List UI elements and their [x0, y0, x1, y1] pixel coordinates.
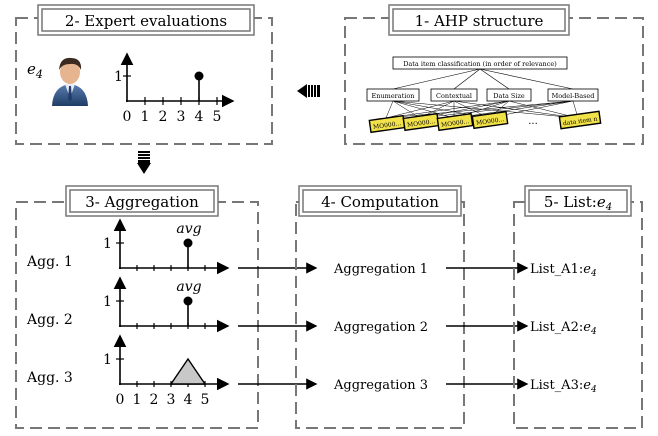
- expert-rating-point: [194, 71, 204, 81]
- x-tick-label: 5: [201, 392, 210, 408]
- y-tick-label: 1: [114, 69, 123, 85]
- list-item: List_A3:e4: [530, 378, 597, 395]
- panel-list: 5- List:e4 List_A1:e4List_A2:e4List_A3:e…: [513, 185, 643, 429]
- aggregation-point: [183, 296, 193, 306]
- computation-panel-title: 4- Computation: [321, 193, 439, 211]
- x-tick-label: 1: [133, 392, 142, 408]
- ahp-criterion: Model-Based: [552, 92, 595, 100]
- x-tick-label: 0: [116, 392, 125, 408]
- ahp-data-items: MO000... MO000... MO000... MO000... ... …: [368, 110, 602, 134]
- panel-computation: 4- Computation Aggregation 1 Aggregation …: [295, 185, 529, 429]
- ahp-criterion: Enumeration: [372, 92, 415, 100]
- computation-item: Aggregation 2: [333, 320, 428, 335]
- ahp-criterion: Data Size: [493, 92, 525, 100]
- avg-label: avg: [176, 279, 201, 295]
- x-tick-label: 4: [195, 109, 204, 125]
- ahp-item: MO000...: [441, 118, 470, 129]
- aggregation-point: [183, 238, 193, 248]
- aggregation-label: Agg. 3: [26, 370, 73, 386]
- ahp-criteria: Enumeration Contextual Data Size Model-B…: [366, 88, 599, 102]
- x-tick-label: 3: [177, 109, 186, 125]
- expert-panel-title: 2- Expert evaluations: [65, 12, 227, 30]
- ahp-item: MO000...: [476, 116, 505, 127]
- avg-label: avg: [176, 221, 201, 237]
- list-item: List_A1:e4: [530, 262, 597, 279]
- expert-label: e4: [27, 60, 43, 81]
- arrow-ahp-to-expert: [297, 84, 320, 98]
- aggregation-label: Agg. 1: [26, 254, 73, 270]
- panel-ahp-structure: 1- AHP structure Data item classificatio…: [344, 4, 644, 145]
- ahp-item-last: data item n: [563, 116, 598, 128]
- x-tick-label: 2: [159, 109, 168, 125]
- ahp-panel-title: 1- AHP structure: [415, 12, 544, 30]
- y-tick-label: 1: [103, 236, 112, 252]
- y-tick-label: 1: [103, 352, 112, 368]
- expert-avatar-icon: [52, 57, 88, 106]
- ahp-item: MO000...: [407, 118, 436, 129]
- computation-item: Aggregation 3: [333, 378, 428, 393]
- arrow-expert-to-aggregation: [137, 151, 151, 174]
- list-panel-title: 5- List:e4: [544, 193, 612, 213]
- aggregation-row: Agg. 2 1 avg: [26, 276, 318, 333]
- aggregation-label: Agg. 2: [26, 312, 73, 328]
- list-item: List_A2:e4: [530, 320, 597, 337]
- x-tick-label: 3: [167, 392, 176, 408]
- ahp-item: MO000...: [373, 120, 402, 131]
- computation-item: Aggregation 1: [333, 262, 428, 277]
- ahp-root-node: Data item classification (in order of re…: [403, 60, 557, 68]
- x-tick-label: 5: [213, 109, 222, 125]
- aggregation-panel-title: 3- Aggregation: [85, 193, 199, 211]
- x-tick-label: 0: [123, 109, 132, 125]
- x-tick-label: 2: [150, 392, 159, 408]
- y-tick-label: 1: [103, 294, 112, 310]
- x-tick-label: 4: [184, 392, 193, 408]
- ahp-ellipsis: ...: [528, 116, 538, 127]
- ahp-criterion: Contextual: [436, 92, 472, 100]
- x-tick-label: 1: [141, 109, 150, 125]
- triangle-fuzzy-number: [169, 357, 207, 385]
- aggregation-row: Agg. 1 1 avg: [26, 218, 318, 275]
